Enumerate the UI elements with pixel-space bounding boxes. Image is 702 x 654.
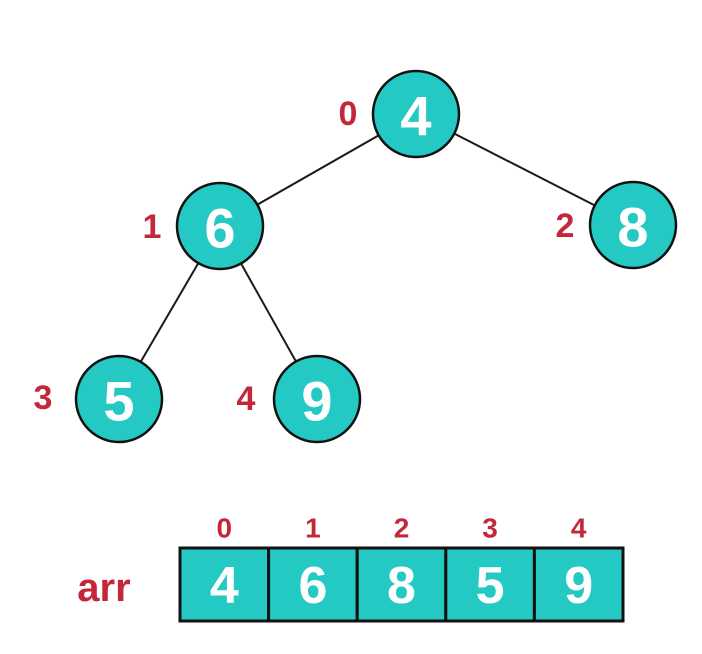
tree-node-circle <box>175 181 265 271</box>
array-cell-value: 5 <box>476 557 505 615</box>
tree-node-circle <box>74 354 164 444</box>
tree-node-left-left: 3 5 <box>34 354 164 444</box>
tree-node-right: 2 8 <box>556 180 678 270</box>
array-index: 2 <box>394 513 410 544</box>
tree-node-left-right: 4 9 <box>237 354 362 444</box>
tree-node-index: 3 <box>34 379 53 417</box>
tree-node-value: 8 <box>617 196 648 259</box>
tree-node-value: 4 <box>400 85 431 148</box>
array-cell <box>355 546 448 623</box>
array-index: 4 <box>571 513 587 544</box>
array-index: 1 <box>305 513 321 544</box>
array-cell-value: 6 <box>298 557 327 615</box>
tree-node-index: 4 <box>237 380 256 418</box>
array-cell-value: 9 <box>564 557 593 615</box>
tree-node-index: 1 <box>143 208 162 246</box>
tree-node-left: 1 6 <box>143 181 265 271</box>
array-cell-value: 8 <box>387 557 416 615</box>
tree-node-root: 0 4 <box>339 69 461 159</box>
tree-node-value: 9 <box>301 370 332 433</box>
tree-node-value: 6 <box>204 197 235 260</box>
array-representation: arr 0 1 2 3 4 4 6 8 5 9 <box>77 513 625 623</box>
tree-node-index: 2 <box>556 207 575 245</box>
array-cell <box>532 546 625 623</box>
tree-node-circle <box>588 180 678 270</box>
array-index: 3 <box>482 513 498 544</box>
tree-node-circle <box>272 354 362 444</box>
array-cell <box>178 546 271 623</box>
tree-node-index: 0 <box>339 95 358 133</box>
array-index: 0 <box>217 513 233 544</box>
array-cell <box>267 546 359 623</box>
tree-node-circle <box>371 69 461 159</box>
array-cell <box>444 546 536 623</box>
array-cell-value: 4 <box>210 557 239 615</box>
tree-node-value: 5 <box>103 370 134 433</box>
array-label: arr <box>77 566 130 610</box>
